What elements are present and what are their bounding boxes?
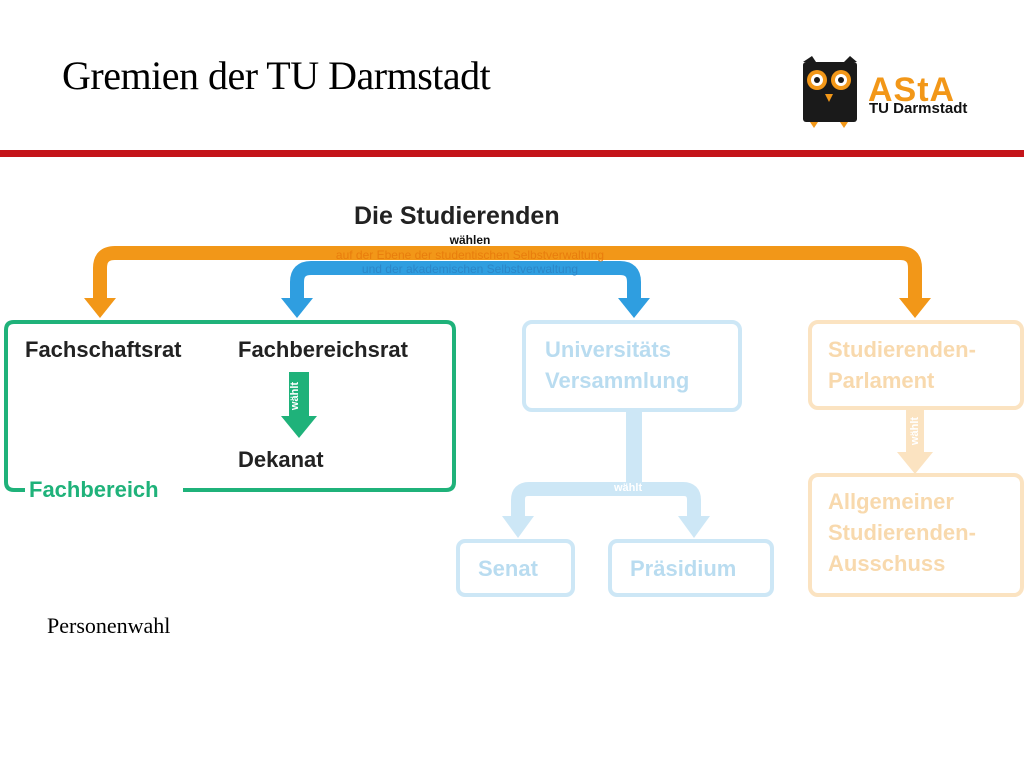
arrow-to-universitaetsversammlung: [618, 298, 650, 318]
parlament-label-2: Parlament: [828, 368, 935, 393]
fachschaftsrat-label: Fachschaftsrat: [25, 337, 182, 362]
blue-faded-stem: [626, 410, 642, 484]
dekanat-label: Dekanat: [238, 447, 324, 472]
parlament-elects-label: wählt: [909, 416, 922, 446]
asta-box: [808, 473, 1024, 597]
diagram-heading: Die Studierenden: [354, 202, 560, 230]
fachbereich-label: Fachbereich: [29, 477, 159, 502]
arrow-to-praesidium: [678, 516, 710, 538]
logo-subtitle: TU Darmstadt: [869, 100, 968, 117]
praesidium-box: [608, 539, 774, 597]
asta-logo: [800, 56, 980, 128]
asta-label-1: Allgemeiner: [828, 489, 954, 514]
universitaet-label-1: Universitäts: [545, 337, 671, 362]
senat-label: Senat: [478, 556, 538, 581]
footer-note: Personenwahl: [47, 613, 171, 638]
blue-faded-branch: [511, 482, 701, 520]
arrow-to-asta: [897, 452, 933, 474]
arrow-to-dekanat: [281, 416, 317, 438]
green-arrow-shaft: [289, 372, 309, 418]
praesidium-label: Präsidium: [630, 556, 737, 581]
fachbereich-box: [4, 320, 456, 492]
slide-title: Gremien der TU Darmstadt: [62, 53, 491, 98]
fachbereich-elects-label: wählt: [289, 381, 302, 411]
orange-connector: [93, 246, 922, 300]
owl-icon: [803, 56, 857, 128]
voting-line-1: auf der Ebene der studentischen Selbstve…: [335, 248, 605, 262]
arrow-to-senat: [502, 516, 534, 538]
arrow-to-fachbereichsrat: [281, 298, 313, 318]
logo-wordmark: AStA: [868, 71, 956, 109]
asta-label-3: Ausschuss: [828, 551, 946, 576]
voting-line-2: und der akademischen Selbstverwaltung: [361, 262, 579, 276]
universitaet-label-2: Versammlung: [545, 368, 690, 393]
fachbereichsrat-label: Fachbereichsrat: [238, 337, 408, 362]
universitaet-elects-label: wählt: [614, 482, 643, 494]
arrow-to-fachschaftsrat: [84, 298, 116, 318]
parlament-label-1: Studierenden-: [828, 337, 976, 362]
senat-box: [456, 539, 575, 597]
orange-faded-stem: [906, 408, 924, 454]
blue-connector: [290, 261, 641, 300]
asta-label-2: Studierenden-: [828, 520, 976, 545]
title-rule: [0, 150, 1024, 157]
voting-main: wählen: [449, 233, 491, 247]
arrow-to-studierendenparlament: [899, 298, 931, 318]
